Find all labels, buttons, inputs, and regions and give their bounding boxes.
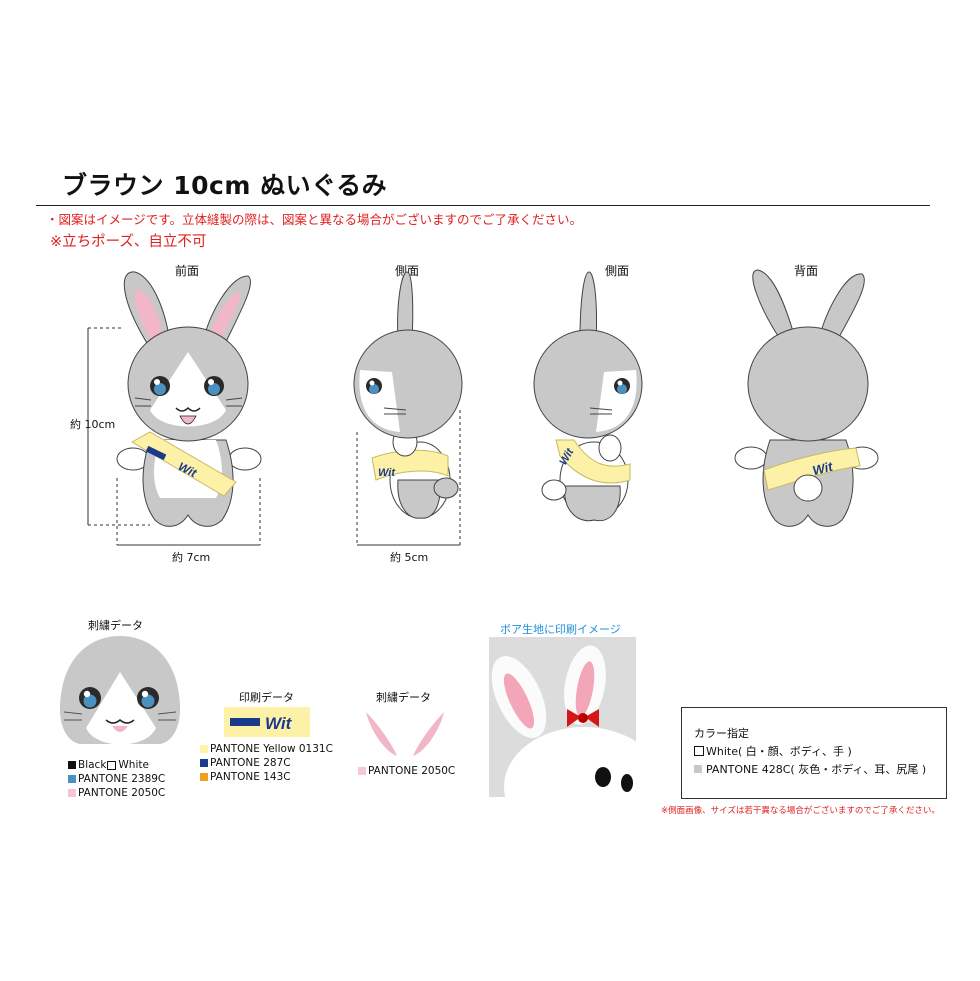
legend-yellow-label: PANTONE Yellow 0131C (210, 743, 333, 755)
legend-black-label: Black (78, 759, 107, 771)
side-width-dimension: 約 5cm (390, 551, 429, 564)
side-right-tail (541, 479, 567, 501)
swatch-white (694, 746, 704, 756)
side-right-sash (555, 439, 631, 484)
view-label-side-right: 側面 (604, 264, 629, 278)
view-label-front: 前面 (174, 264, 199, 278)
legend-row: PANTONE 143C (200, 770, 333, 784)
legend-row: PANTONE 2050C (358, 764, 455, 778)
legend-2050c-label: PANTONE 2050C (78, 787, 166, 799)
swatch-287c (200, 759, 208, 767)
back-left-ear (752, 269, 797, 346)
pose-note: ※立ちポーズ、自立不可 (50, 234, 207, 250)
side-left-ear (397, 271, 414, 343)
back-sash (763, 447, 861, 491)
print-data-label: 印刷データ (239, 691, 294, 704)
print-legend: PANTONE Yellow 0131C PANTONE 287C PANTON… (200, 742, 333, 784)
front-sash (130, 431, 237, 497)
color-spec-gray: PANTONE 428C( 灰色・ボディ、耳、尻尾 ) (694, 761, 926, 777)
view-label-back: 背面 (793, 264, 818, 278)
sample-photo (489, 637, 636, 797)
legend-ears-2050c-label: PANTONE 2050C (368, 765, 456, 777)
sample-photo-illustration (489, 637, 636, 797)
height-dimension: 約 10cm (70, 418, 116, 431)
embroidery-ears-label: 刺繍データ (376, 691, 431, 704)
front-width-dimension: 約 7cm (172, 551, 211, 564)
legend-row: PANTONE 2389C (68, 772, 165, 786)
color-spec-white: White( 白・顔、ボディ、手 ) (694, 743, 852, 759)
swatch-black (68, 761, 76, 769)
color-spec-box: カラー指定 White( 白・顔、ボディ、手 ) PANTONE 428C( 灰… (681, 707, 947, 799)
front-left-ear (123, 271, 171, 349)
photo-label: ボア生地に印刷イメージ (500, 623, 621, 636)
swatch-428c (694, 765, 702, 773)
swatch-2050c (68, 789, 76, 797)
view-label-side-left: 側面 (394, 264, 419, 278)
side-left-tail (433, 477, 459, 499)
side-right-ear (579, 271, 597, 343)
svg-text:Wit: Wit (811, 459, 835, 479)
swatch-2389c (68, 775, 76, 783)
color-spec-white-label: White( 白・顔、ボディ、手 ) (706, 745, 852, 758)
svg-text:Wit: Wit (378, 467, 396, 479)
legend-143c-label: PANTONE 143C (210, 771, 291, 783)
legend-2389c-label: PANTONE 2389C (78, 773, 166, 785)
embroidery-face-legend: Black White PANTONE 2389C PANTONE 2050C (68, 758, 165, 800)
title-divider (36, 205, 930, 206)
color-spec-title: カラー指定 (694, 727, 749, 740)
color-spec-gray-label: PANTONE 428C( 灰色・ボディ、耳、尻尾 ) (706, 763, 927, 776)
legend-row: PANTONE 287C (200, 756, 333, 770)
embroidery-face-label: 刺繍データ (88, 619, 143, 632)
swatch-143c (200, 773, 208, 781)
legend-287c-label: PANTONE 287C (210, 757, 291, 769)
legend-row: Black White (68, 758, 165, 772)
page-title: ブラウン 10cm ぬいぐるみ (62, 171, 388, 200)
swatch-white (107, 760, 117, 770)
swatch-yellow-0131c (200, 745, 208, 753)
front-right-ear (201, 275, 251, 351)
footnote: ※側面画像、サイズは若干異なる場合がございますのでご了承ください。 (661, 806, 940, 816)
ears-legend: PANTONE 2050C (358, 764, 455, 778)
back-head (747, 326, 869, 442)
print-sash-logo: Wit (265, 714, 293, 733)
legend-row: PANTONE 2050C (68, 786, 165, 800)
back-tail (793, 474, 823, 502)
front-tongue (179, 415, 197, 425)
legend-row: PANTONE Yellow 0131C (200, 742, 333, 756)
legend-white-label: White (118, 759, 149, 771)
design-note: ・図案はイメージです。立体縫製の際は、図案と異なる場合がございますのでご了承くだ… (46, 212, 583, 227)
swatch-2050c (358, 767, 366, 775)
